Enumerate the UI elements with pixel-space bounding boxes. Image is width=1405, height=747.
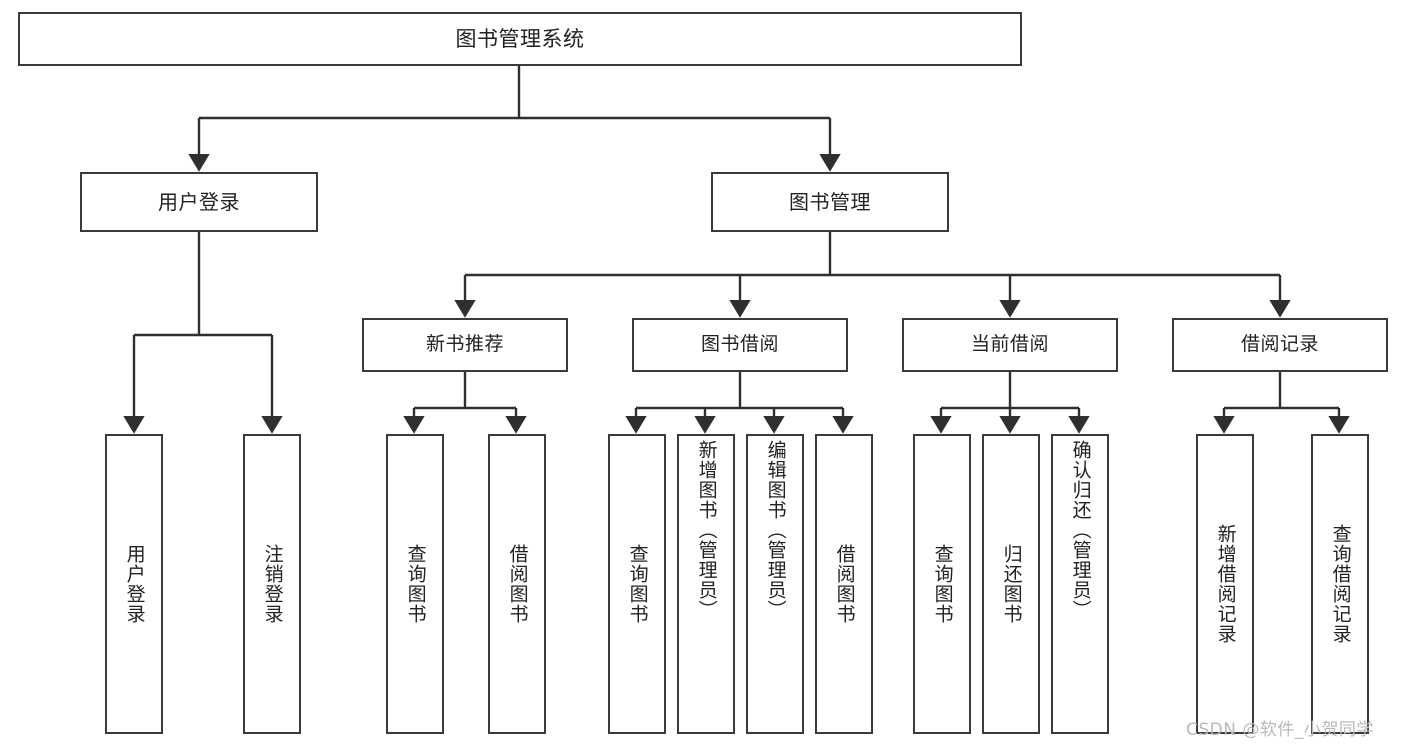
node-user-login[interactable]: 用户登录 bbox=[80, 172, 318, 232]
node-leaf-return-book[interactable]: 归还图书 bbox=[982, 434, 1040, 734]
node-leaf-confirm-return-label: 确认归还（管理员） bbox=[1069, 440, 1092, 620]
node-leaf-query-book-1[interactable]: 查询图书 bbox=[386, 434, 444, 734]
node-leaf-query-book-3[interactable]: 查询图书 bbox=[913, 434, 971, 734]
node-leaf-query-record[interactable]: 查询借阅记录 bbox=[1311, 434, 1369, 734]
node-current-borrow[interactable]: 当前借阅 bbox=[902, 318, 1118, 372]
node-leaf-user-login[interactable]: 用户登录 bbox=[105, 434, 163, 734]
node-leaf-add-record[interactable]: 新增借阅记录 bbox=[1196, 434, 1254, 734]
node-leaf-query-record-label: 查询借阅记录 bbox=[1329, 524, 1352, 644]
node-new-book-recommend[interactable]: 新书推荐 bbox=[362, 318, 568, 372]
node-user-login-label: 用户登录 bbox=[158, 189, 240, 214]
node-borrow-record-label: 借阅记录 bbox=[1240, 333, 1319, 356]
node-leaf-borrow-book-1-label: 借阅图书 bbox=[506, 544, 529, 624]
node-leaf-add-book[interactable]: 新增图书（管理员） bbox=[677, 434, 735, 734]
node-leaf-query-book-3-label: 查询图书 bbox=[931, 544, 954, 624]
csdn-watermark: CSDN @软件_小贺同学 bbox=[1186, 720, 1374, 740]
node-leaf-add-record-label: 新增借阅记录 bbox=[1214, 524, 1237, 644]
node-leaf-confirm-return[interactable]: 确认归还（管理员） bbox=[1051, 434, 1109, 734]
node-book-borrow-label: 图书借阅 bbox=[700, 333, 779, 356]
node-book-management-label: 图书管理 bbox=[789, 189, 871, 214]
node-leaf-borrow-book-2[interactable]: 借阅图书 bbox=[815, 434, 873, 734]
node-leaf-borrow-book-1[interactable]: 借阅图书 bbox=[488, 434, 546, 734]
node-root-system[interactable]: 图书管理系统 bbox=[18, 12, 1022, 66]
node-leaf-logout-label: 注销登录 bbox=[261, 544, 284, 624]
node-leaf-return-book-label: 归还图书 bbox=[1000, 544, 1023, 624]
node-current-borrow-label: 当前借阅 bbox=[970, 333, 1049, 356]
node-root-system-label: 图书管理系统 bbox=[455, 26, 585, 51]
node-leaf-query-book-2[interactable]: 查询图书 bbox=[608, 434, 666, 734]
node-new-book-recommend-label: 新书推荐 bbox=[425, 333, 504, 356]
node-leaf-add-book-label: 新增图书（管理员） bbox=[695, 440, 718, 620]
node-book-borrow[interactable]: 图书借阅 bbox=[632, 318, 848, 372]
node-leaf-edit-book-label: 编辑图书（管理员） bbox=[764, 440, 787, 620]
node-leaf-user-login-label: 用户登录 bbox=[123, 544, 146, 624]
node-book-management[interactable]: 图书管理 bbox=[711, 172, 949, 232]
node-borrow-record[interactable]: 借阅记录 bbox=[1172, 318, 1388, 372]
node-leaf-borrow-book-2-label: 借阅图书 bbox=[833, 544, 856, 624]
node-leaf-logout[interactable]: 注销登录 bbox=[243, 434, 301, 734]
node-leaf-query-book-2-label: 查询图书 bbox=[626, 544, 649, 624]
node-leaf-edit-book[interactable]: 编辑图书（管理员） bbox=[746, 434, 804, 734]
node-leaf-query-book-1-label: 查询图书 bbox=[404, 544, 427, 624]
